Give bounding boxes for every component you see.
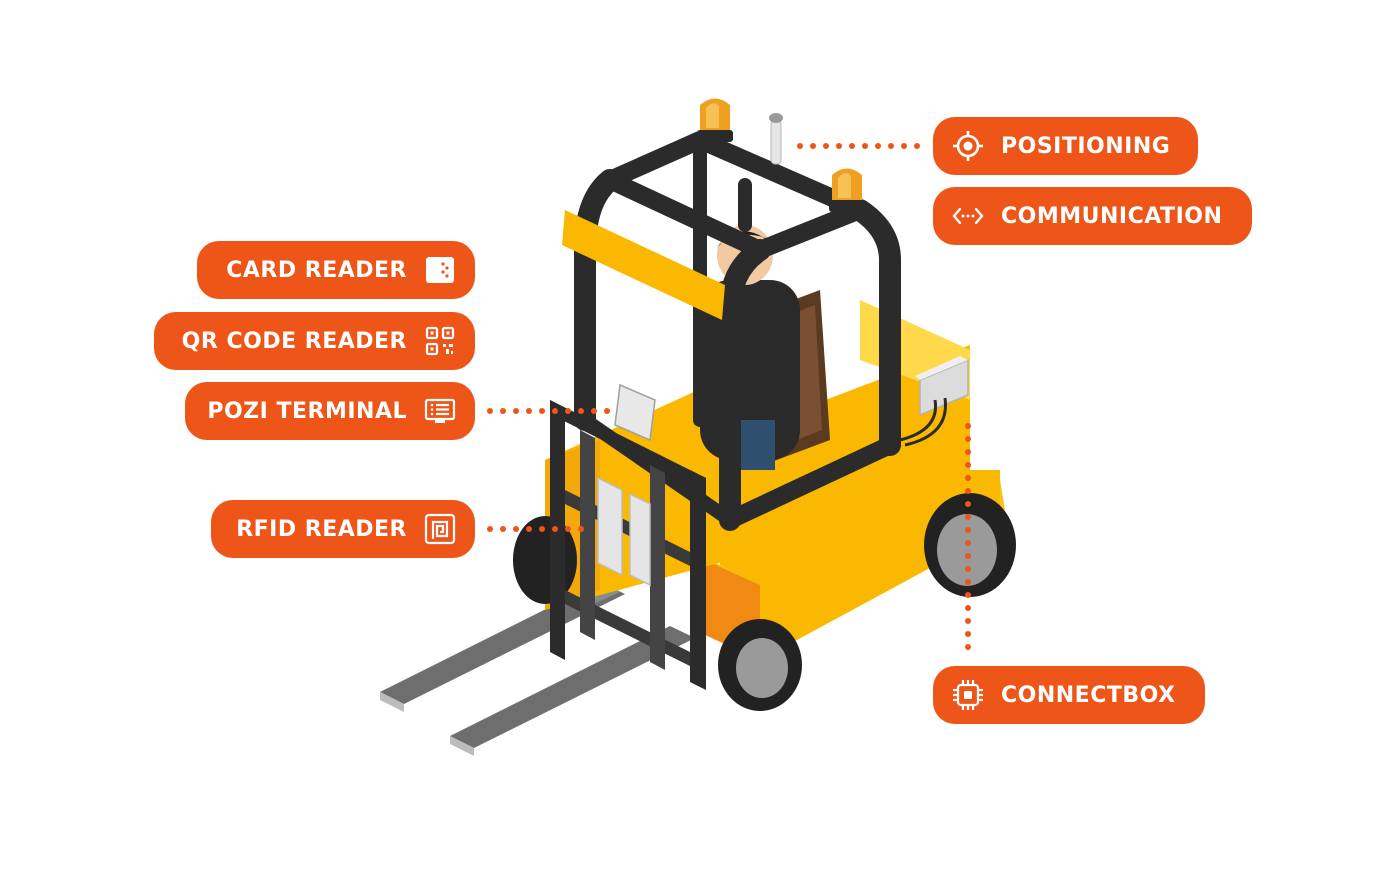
- positioning-label: POSITIONING: [933, 117, 1198, 175]
- communication-text: COMMUNICATION: [1001, 203, 1223, 229]
- terminal-list-icon: [423, 394, 457, 428]
- rfid-plates: [597, 476, 651, 587]
- communication-label: COMMUNICATION: [933, 187, 1252, 245]
- rfid-reader-text: RFID READER: [236, 516, 407, 542]
- connectbox-label: CONNECTBOX: [933, 666, 1205, 724]
- connectbox-device: [899, 356, 969, 447]
- pozi-terminal-label: POZI TERMINAL: [185, 382, 475, 440]
- beacons: [697, 98, 865, 212]
- top-bar: [562, 210, 725, 320]
- pozi-terminal-device: [614, 383, 656, 442]
- qr-code-icon: [423, 324, 457, 358]
- rfid-spiral-icon: [423, 512, 457, 546]
- card-reader-text: CARD READER: [226, 257, 407, 283]
- rfid-reader-label: RFID READER: [211, 500, 475, 558]
- pozi-terminal-text: POZI TERMINAL: [207, 398, 407, 424]
- forklift-body: [545, 300, 1005, 660]
- qr-code-reader-label: QR CODE READER: [154, 312, 475, 370]
- qr-code-reader-text: QR CODE READER: [181, 328, 407, 354]
- leader-lines: [487, 143, 971, 650]
- chip-icon: [951, 678, 985, 712]
- cab-frame: [574, 131, 901, 531]
- code-brackets-dots-icon: [951, 199, 985, 233]
- target-crosshair-icon: [951, 129, 985, 163]
- positioning-text: POSITIONING: [1001, 133, 1171, 159]
- card-reader-label: CARD READER: [197, 241, 475, 299]
- connectbox-text: CONNECTBOX: [1001, 682, 1176, 708]
- operator: [700, 225, 830, 470]
- forks: [380, 582, 695, 756]
- mast: [550, 400, 706, 690]
- card-reader-icon: [423, 253, 457, 287]
